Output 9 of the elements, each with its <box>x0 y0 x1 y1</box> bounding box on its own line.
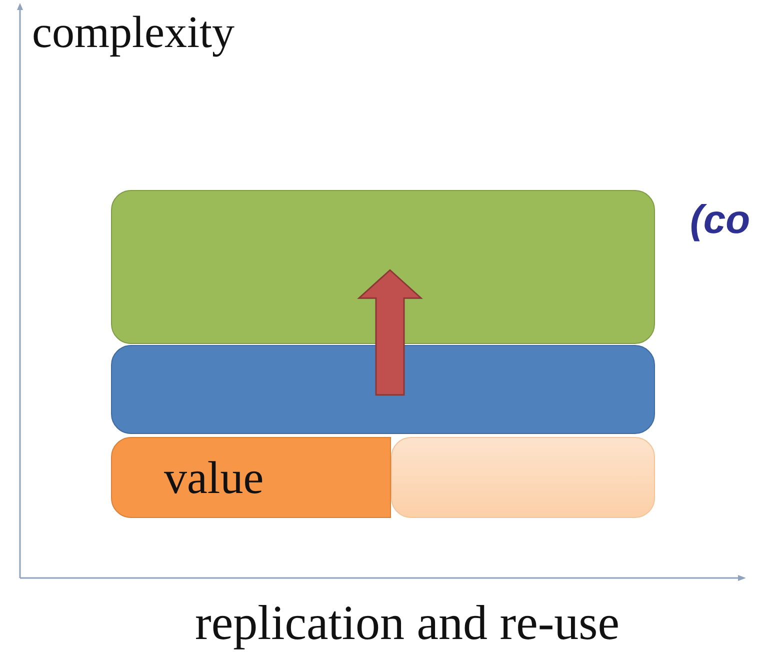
block-arrow <box>357 269 423 396</box>
value-layer-box <box>111 437 391 518</box>
layer-label: value <box>164 454 264 500</box>
axis-label: complexity <box>32 10 234 55</box>
layer-box <box>111 190 655 344</box>
cut-off-note: (co <box>690 200 750 240</box>
layer-box <box>111 345 655 434</box>
layer-box <box>391 437 655 518</box>
axis-label: replication and re-use <box>195 598 620 647</box>
